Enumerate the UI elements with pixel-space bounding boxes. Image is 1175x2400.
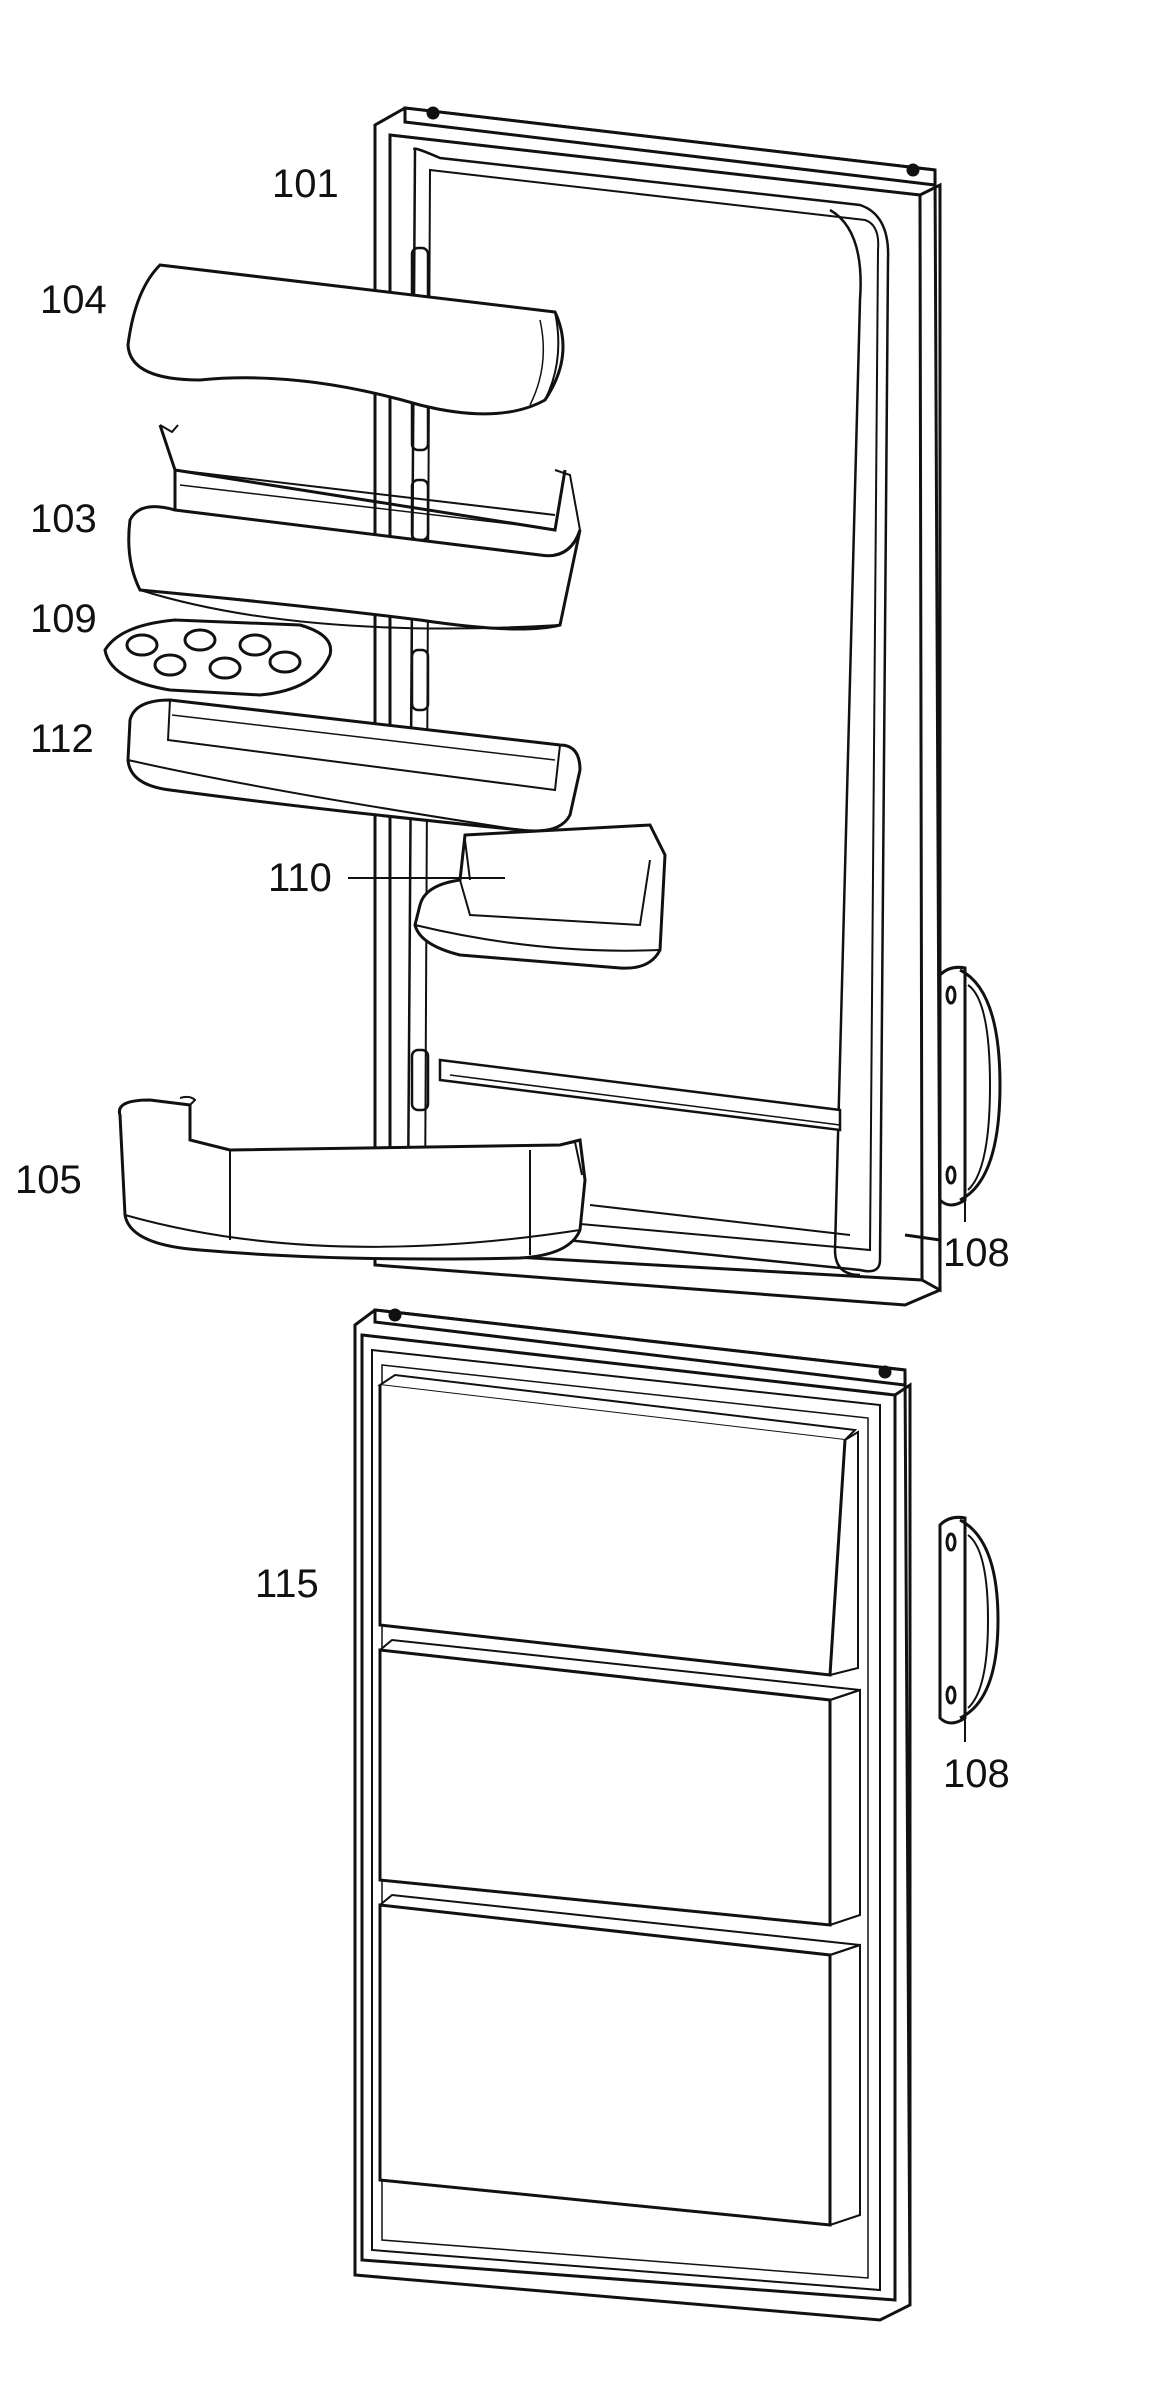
callout-108-upper: 108 xyxy=(943,1231,1010,1275)
callout-105: 105 xyxy=(15,1158,82,1202)
callout-labels: 101 104 103 109 112 110 105 108 115 108 xyxy=(15,162,1010,1796)
callout-108-lower: 108 xyxy=(943,1752,1010,1796)
leader-lines xyxy=(348,877,966,1742)
callout-101: 101 xyxy=(272,162,339,206)
bottle-bin-105 xyxy=(117,1095,587,1261)
callout-103: 103 xyxy=(30,497,97,541)
door-handle-108-lower xyxy=(938,1515,1000,1725)
callout-104: 104 xyxy=(40,278,107,322)
callout-109: 109 xyxy=(30,597,97,641)
bottle-shelf-110 xyxy=(413,823,667,970)
callout-115: 115 xyxy=(255,1562,319,1606)
callout-112: 112 xyxy=(30,717,94,761)
dairy-lid-104 xyxy=(126,263,565,416)
lower-door-115 xyxy=(353,1308,912,2322)
callout-110: 110 xyxy=(268,856,332,900)
door-shelf-103 xyxy=(127,424,582,631)
upper-door-101 xyxy=(373,106,942,1307)
door-shelf-112 xyxy=(126,698,582,833)
egg-tray-109 xyxy=(103,618,333,697)
